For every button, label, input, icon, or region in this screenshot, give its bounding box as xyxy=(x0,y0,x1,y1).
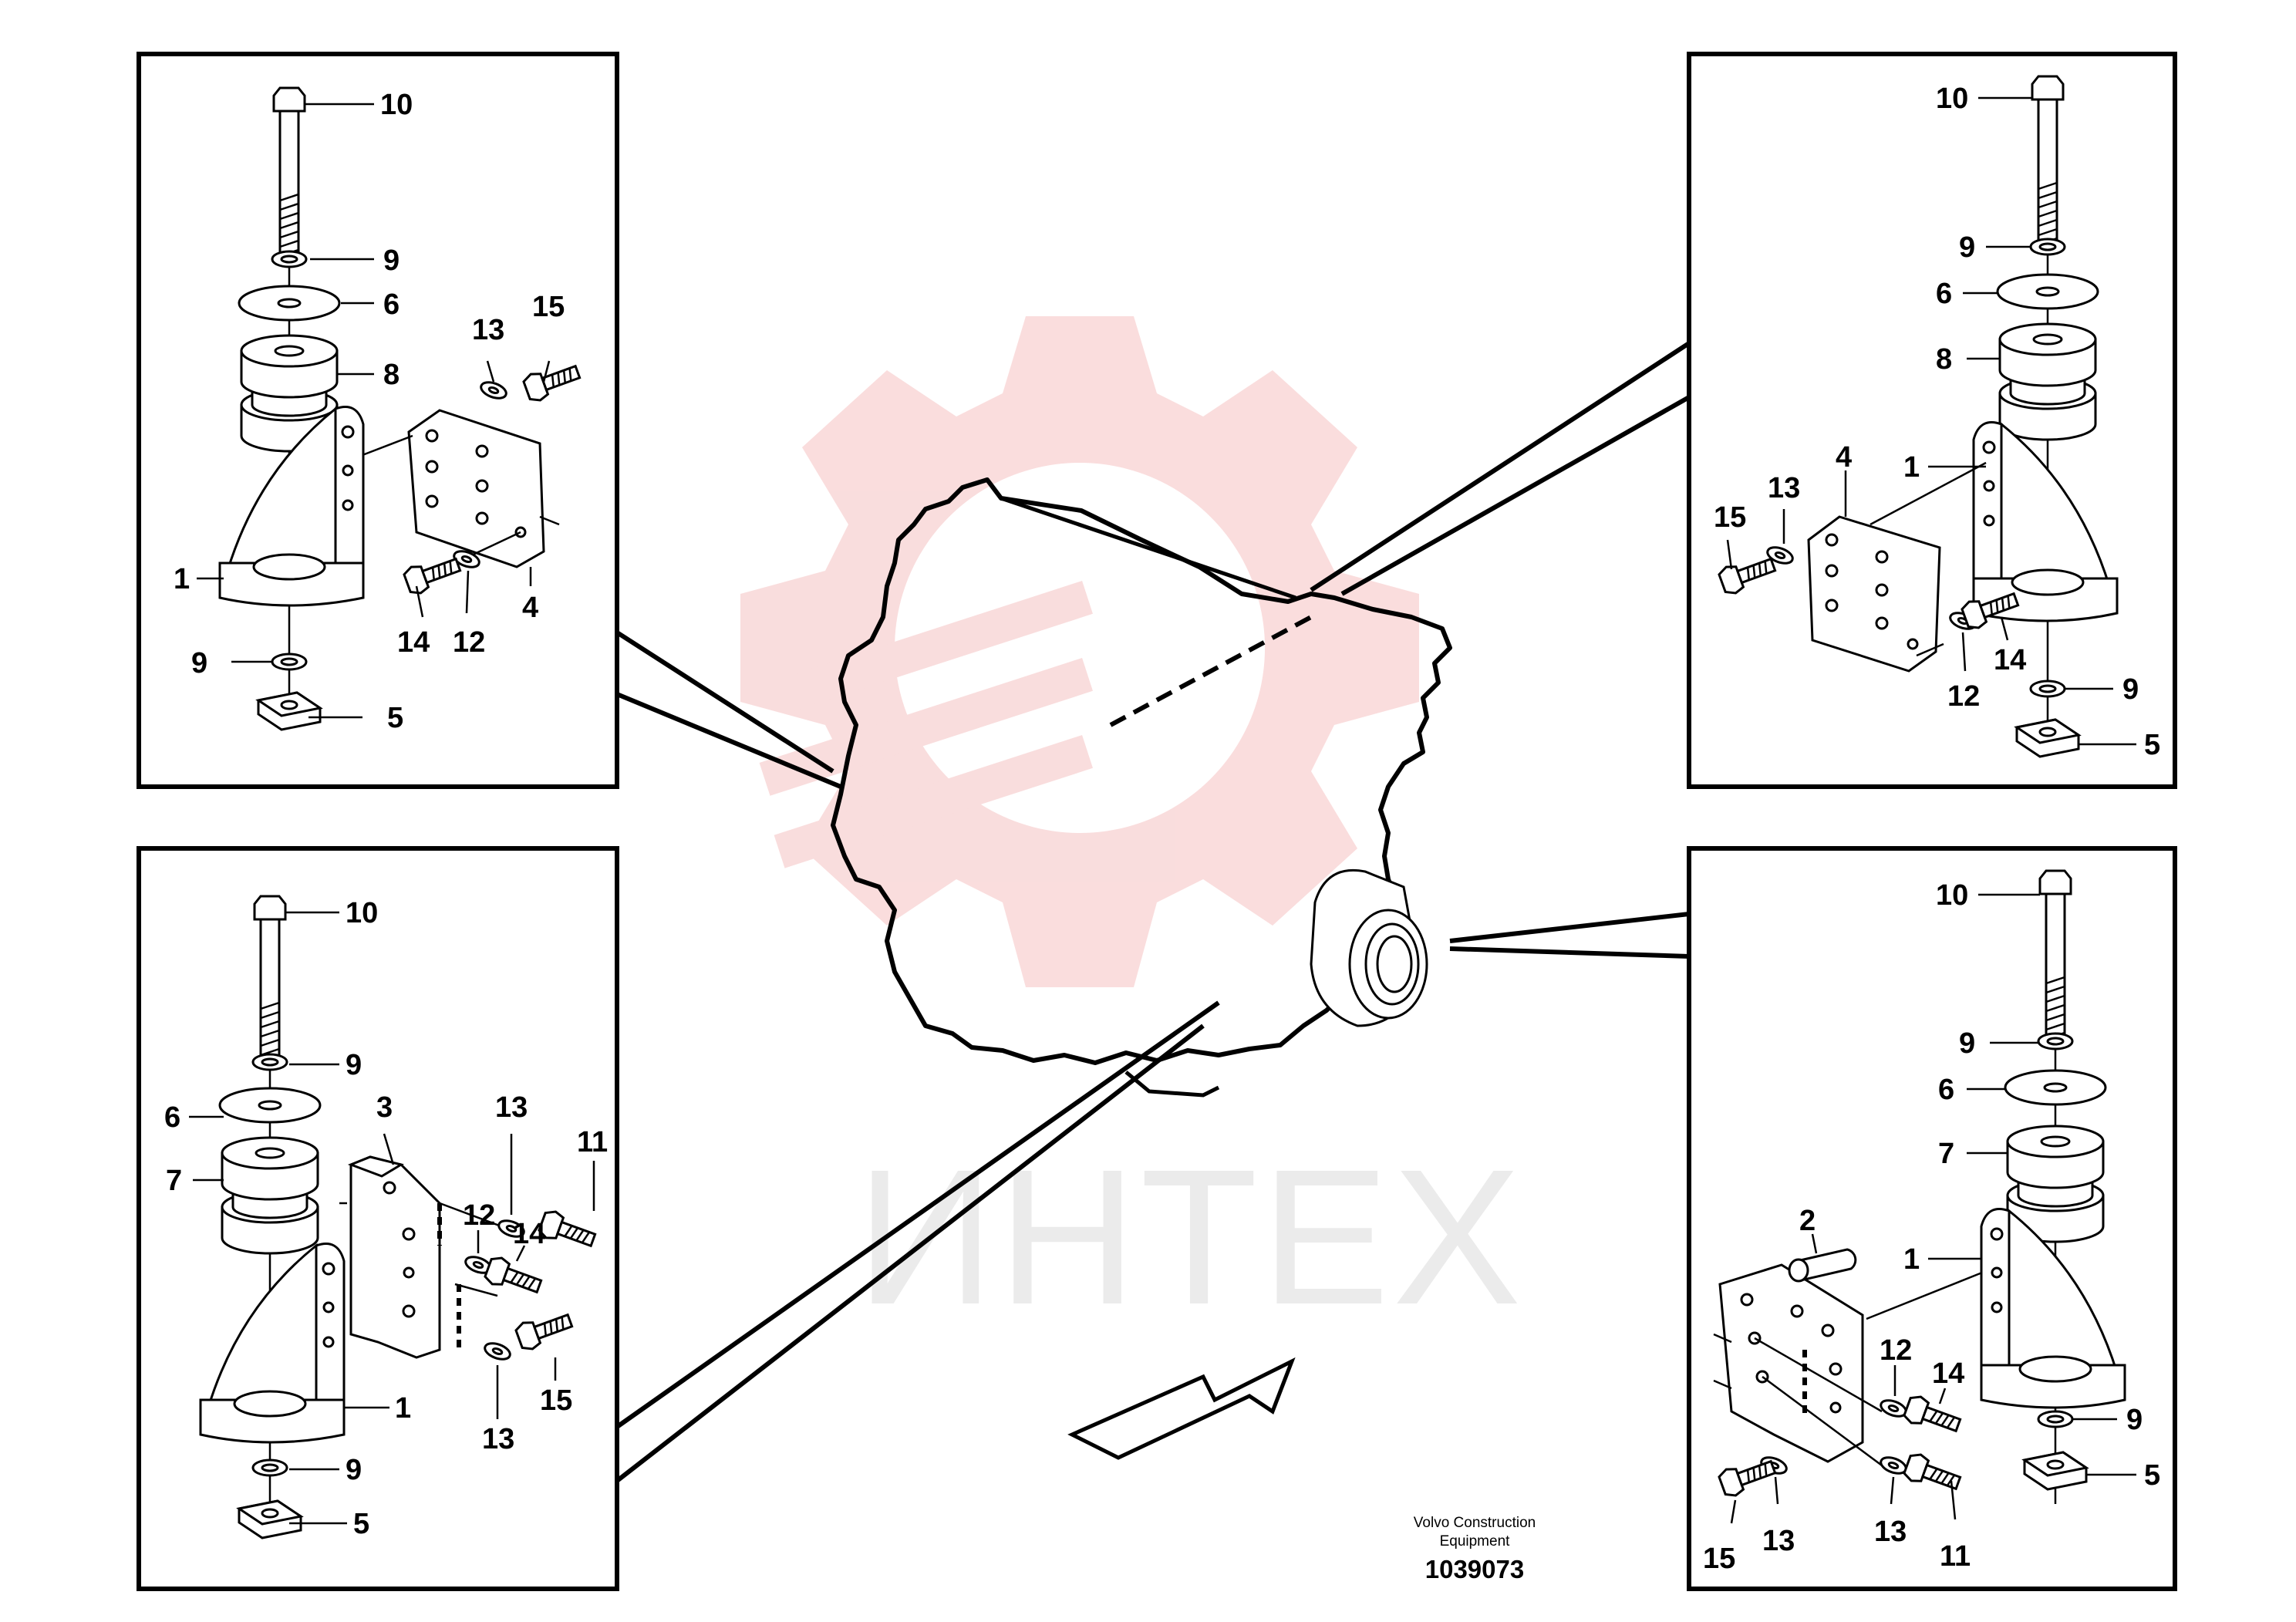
tr-label-8: 8 xyxy=(1936,343,1952,376)
tr-label-13: 13 xyxy=(1768,472,1800,504)
tl-label-6: 6 xyxy=(383,288,400,321)
tr-label-10: 10 xyxy=(1936,83,1968,115)
panel-bottom-left-callouts xyxy=(189,911,595,1525)
tl-label-9b: 9 xyxy=(191,647,207,679)
br-label-10: 10 xyxy=(1936,879,1968,912)
tr-label-6: 6 xyxy=(1936,278,1952,310)
br-label-12: 12 xyxy=(1880,1334,1912,1367)
br-label-13b: 13 xyxy=(1874,1516,1907,1548)
tr-label-9: 9 xyxy=(1959,231,1975,264)
tl-label-5: 5 xyxy=(387,702,403,734)
tr-label-14: 14 xyxy=(1994,644,2026,676)
br-label-2: 2 xyxy=(1799,1205,1816,1237)
br-label-1: 1 xyxy=(1903,1243,1920,1276)
tr-label-4: 4 xyxy=(1836,441,1852,474)
bl-label-10: 10 xyxy=(346,897,378,929)
tr-label-5: 5 xyxy=(2144,729,2160,761)
bl-label-7: 7 xyxy=(166,1165,182,1197)
br-label-9: 9 xyxy=(1959,1027,1975,1060)
tr-label-1: 1 xyxy=(1903,451,1920,484)
credit-line-1: Volvo Construction xyxy=(1414,1515,1536,1531)
tr-label-15: 15 xyxy=(1714,501,1746,534)
tl-label-9: 9 xyxy=(383,244,400,277)
br-label-15: 15 xyxy=(1703,1543,1735,1575)
tr-label-12: 12 xyxy=(1947,680,1980,713)
watermark-text: ИНТЕХ xyxy=(856,1129,1524,1344)
callout-leaders xyxy=(615,341,1691,1483)
bl-label-15: 15 xyxy=(540,1384,572,1417)
tl-label-14: 14 xyxy=(397,626,430,659)
panel-bottom-left xyxy=(137,846,619,1591)
tl-label-4: 4 xyxy=(522,592,538,624)
bl-label-3: 3 xyxy=(376,1091,393,1124)
panel-top-right xyxy=(1687,52,2177,789)
bl-label-14: 14 xyxy=(513,1218,545,1250)
bl-label-5: 5 xyxy=(353,1508,369,1540)
br-label-13: 13 xyxy=(1762,1525,1795,1557)
panel-top-right-callouts xyxy=(1726,96,2136,746)
br-label-7: 7 xyxy=(1938,1138,1954,1170)
panel-top-left xyxy=(137,52,619,789)
bl-label-13b: 13 xyxy=(482,1423,514,1455)
bl-label-12: 12 xyxy=(463,1199,495,1232)
panel-bottom-right-callouts xyxy=(1730,893,2136,1524)
tl-label-10: 10 xyxy=(380,89,413,121)
tl-label-15: 15 xyxy=(532,291,565,323)
br-label-5: 5 xyxy=(2144,1459,2160,1492)
br-label-14: 14 xyxy=(1932,1357,1964,1390)
panel-top-left-callouts xyxy=(197,103,551,719)
tl-label-8: 8 xyxy=(383,359,400,391)
engine-outline xyxy=(831,477,1452,1098)
bl-label-1: 1 xyxy=(395,1392,411,1425)
bl-label-9: 9 xyxy=(346,1049,362,1081)
bl-label-11: 11 xyxy=(577,1126,608,1158)
br-label-6: 6 xyxy=(1938,1074,1954,1106)
tl-label-1: 1 xyxy=(174,563,190,595)
br-label-9b: 9 xyxy=(2126,1404,2143,1436)
bl-label-6: 6 xyxy=(164,1101,180,1134)
watermark-gear-logo xyxy=(740,316,1419,987)
direction-arrow xyxy=(1067,1357,1296,1460)
bl-label-13: 13 xyxy=(495,1091,528,1124)
credit-line-2: Equipment xyxy=(1440,1533,1511,1549)
tl-label-13: 13 xyxy=(472,314,504,346)
tl-label-12: 12 xyxy=(453,626,485,659)
panel-bottom-right xyxy=(1687,846,2177,1591)
bl-label-9b: 9 xyxy=(346,1454,362,1486)
tr-label-9b: 9 xyxy=(2122,673,2139,706)
br-label-11: 11 xyxy=(1940,1540,1971,1573)
document-number: 1039073 xyxy=(1425,1555,1524,1583)
